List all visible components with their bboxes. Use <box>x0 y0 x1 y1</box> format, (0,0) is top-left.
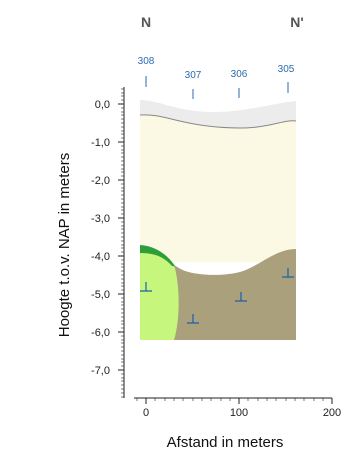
y-tick-label: -2,0 <box>91 175 110 187</box>
water-level-marker-308 <box>140 282 152 292</box>
x-tick-label: 100 <box>230 407 248 419</box>
soil-profile <box>139 100 297 340</box>
y-axis-title: Hoogte t.o.v. NAP in meters <box>56 153 73 338</box>
y-tick-label: 0,0 <box>95 99 110 111</box>
x-axis: 0 100 200 Afstand in meters <box>134 397 341 451</box>
y-tick-label: -6,0 <box>91 327 110 339</box>
borehole-label-308: 308 <box>138 56 155 67</box>
y-tick-label: -5,0 <box>91 289 110 301</box>
light-green-unit <box>140 250 179 340</box>
borehole-label-306: 306 <box>231 69 248 80</box>
upper-layer <box>140 104 296 262</box>
dark-green-band <box>140 245 175 266</box>
borehole-label-305: 305 <box>278 64 295 75</box>
water-level-markers <box>140 268 294 324</box>
clay-unit <box>140 248 296 340</box>
x-tick-label: 0 <box>143 407 149 419</box>
x-tick-label: 200 <box>323 407 341 419</box>
y-tick-label: -7,0 <box>91 365 110 377</box>
water-level-marker-306 <box>235 292 247 302</box>
y-tick-label: -4,0 <box>91 251 110 263</box>
x-axis-ticks <box>145 398 333 404</box>
water-level-marker-305 <box>282 268 294 278</box>
surface-line <box>139 114 297 129</box>
water-level-marker-307 <box>187 314 199 324</box>
surface-zone <box>140 100 296 128</box>
y-axis-minor-ticks <box>121 88 124 398</box>
borehole-label-307: 307 <box>185 70 202 81</box>
y-axis-ticks <box>118 103 124 371</box>
y-tick-label: -3,0 <box>91 213 110 225</box>
y-tick-label: -1,0 <box>91 137 110 149</box>
corner-label-left: N <box>141 14 151 30</box>
corner-label-right: N' <box>290 14 303 30</box>
y-axis: 0,0 -1,0 -2,0 -3,0 -4,0 -5,0 -6,0 -7,0 H… <box>56 87 125 398</box>
x-axis-title: Afstand in meters <box>167 434 284 451</box>
x-axis-minor-ticks <box>136 398 324 401</box>
